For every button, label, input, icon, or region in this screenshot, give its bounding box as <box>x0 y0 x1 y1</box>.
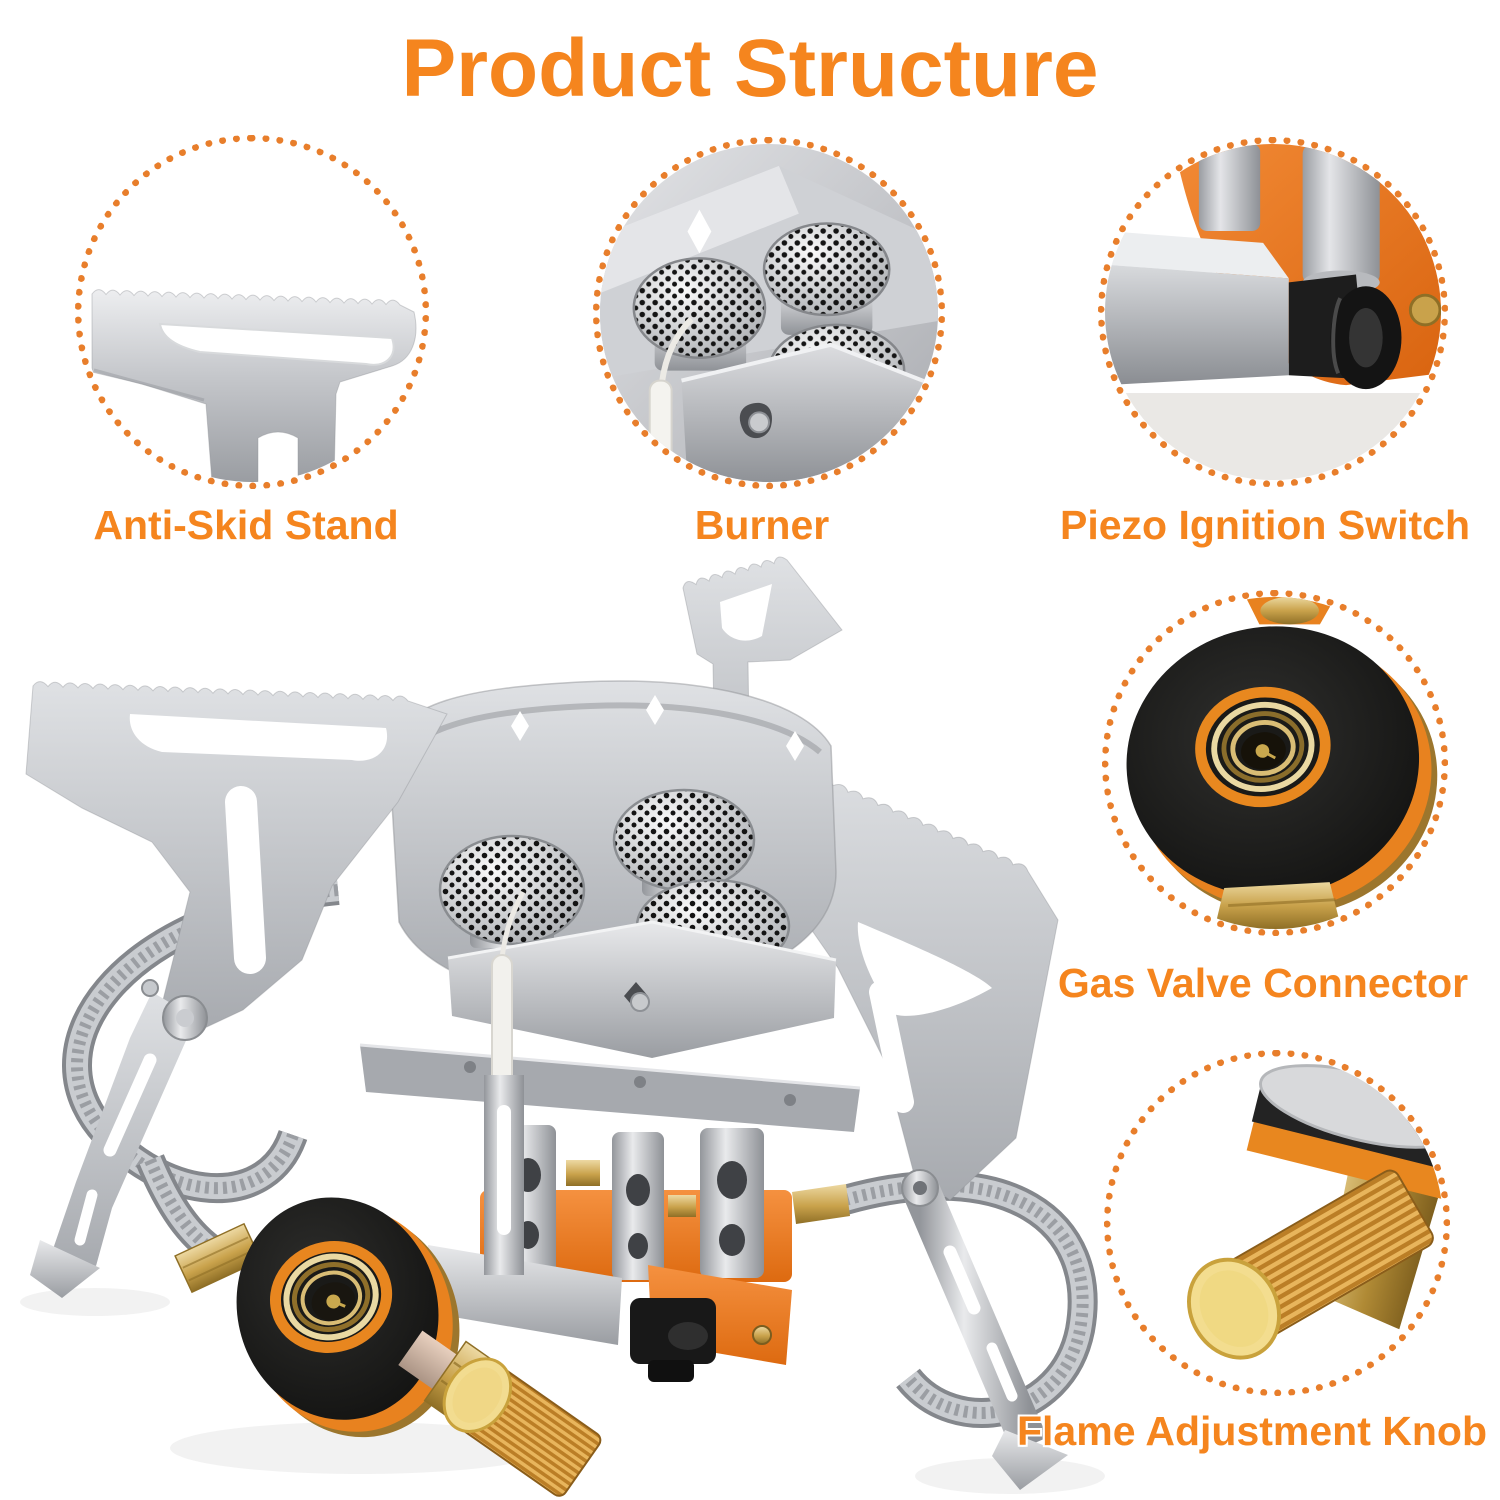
label-flame-adjustment-knob: Flame Adjustment Knob <box>1017 1408 1487 1454</box>
stove-product-photo <box>20 556 1105 1497</box>
gas-valve-connector-callout-circle <box>1102 590 1448 936</box>
label-burner: Burner <box>694 502 830 548</box>
wind-shield-front <box>447 920 837 1058</box>
canister-adapter <box>174 1197 602 1497</box>
anti-skid-stand-photo <box>91 289 417 482</box>
gas-valve-connector-photo <box>1109 597 1441 929</box>
flame-adjustment-knob-photo <box>1111 1057 1443 1389</box>
page-title: Product Structure <box>401 23 1099 114</box>
burner-photo <box>600 144 938 482</box>
label-piezo-ignition-switch: Piezo Ignition Switch <box>1060 502 1470 548</box>
piezo-ignition-switch-photo <box>1105 144 1441 480</box>
igniter-electrode <box>484 890 526 1275</box>
label-anti-skid-stand: Anti-Skid Stand <box>93 502 399 548</box>
anti-skid-stand-callout-circle <box>75 135 429 489</box>
burner-callout-circle <box>593 137 945 489</box>
flame-adjustment-knob-callout-circle <box>1104 1050 1450 1396</box>
label-gas-valve-connector: Gas Valve Connector <box>1057 960 1469 1006</box>
left-support-arm <box>25 681 448 1298</box>
piezo-ignition-switch-callout-circle <box>1098 137 1448 487</box>
